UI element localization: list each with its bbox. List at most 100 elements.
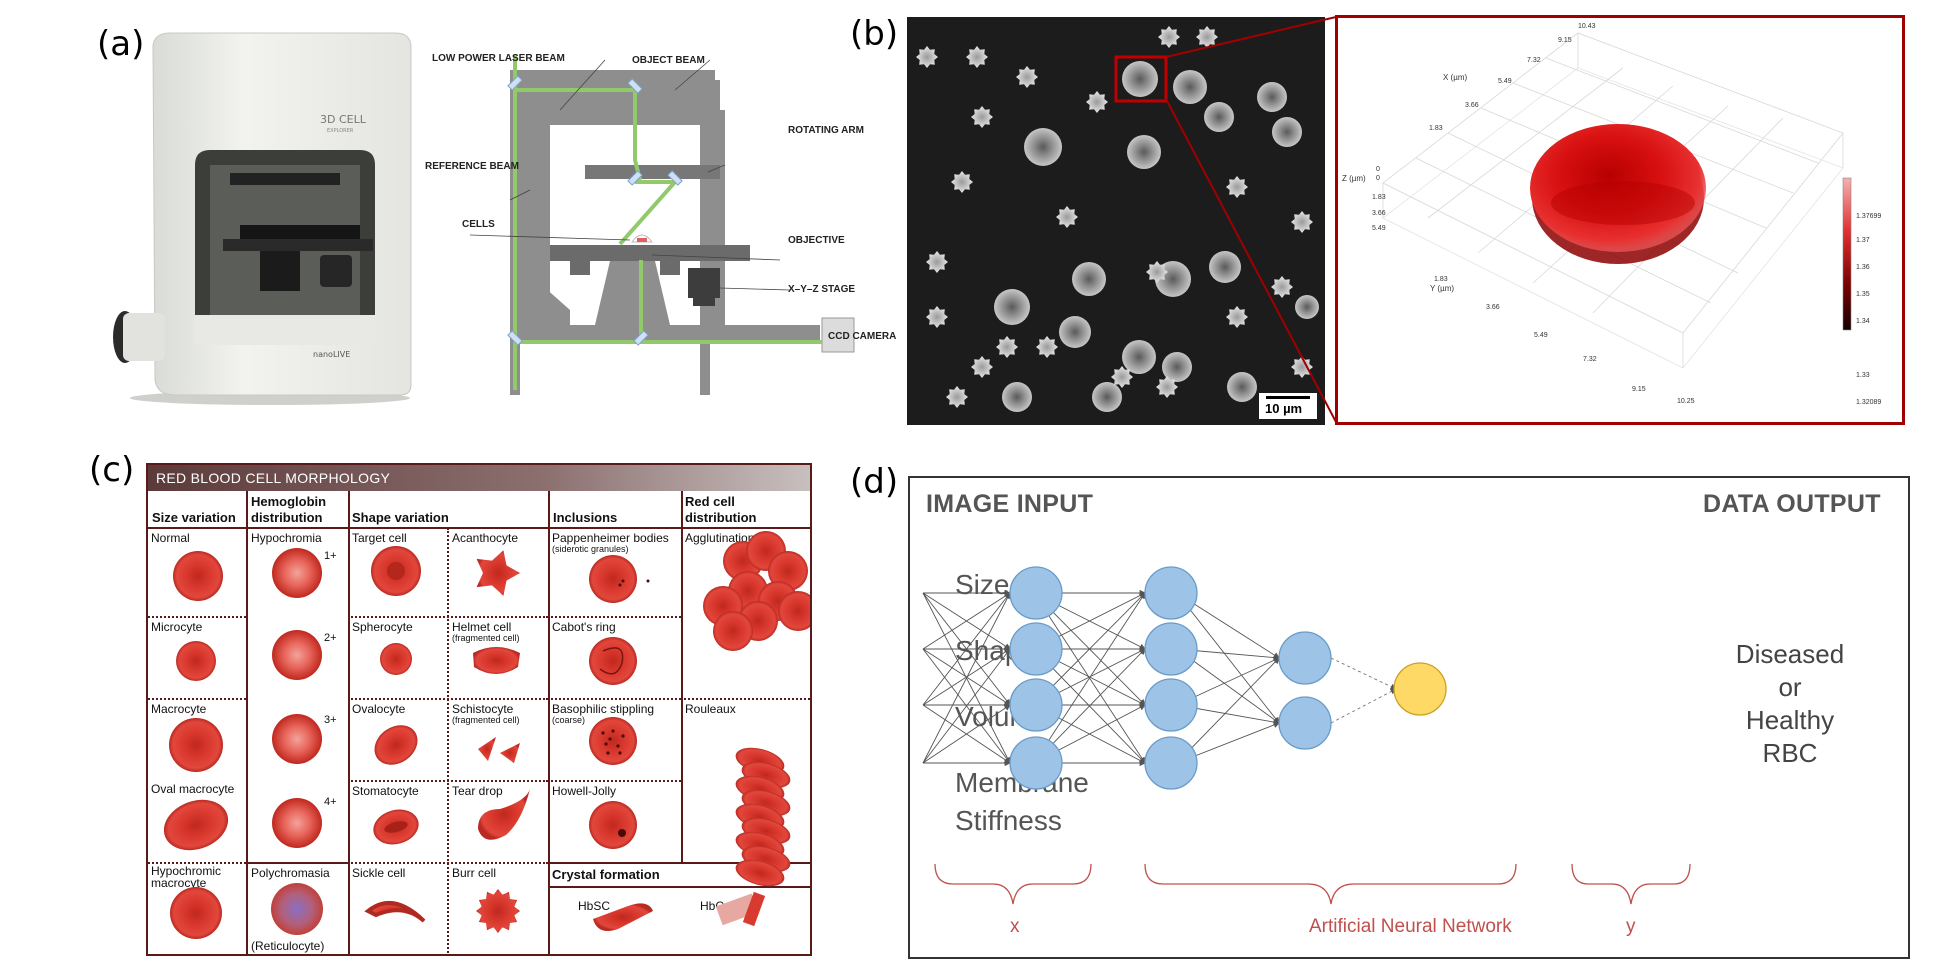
cell-reticulocyte: (Reticulocyte): [251, 939, 325, 953]
label-laser-beam: LOW POWER LASER BEAM: [432, 53, 565, 64]
cell-agglutination: Agglutination: [685, 531, 755, 545]
crenated-cell: [1056, 206, 1078, 228]
zoom-box: [1114, 55, 1168, 103]
crenated-cell: [1226, 306, 1248, 328]
brace-y-label: y: [1626, 916, 1636, 937]
schistocyte-cell: [478, 737, 496, 761]
stipple-dot: [616, 744, 620, 748]
z-tick: 5.49: [1372, 225, 1386, 232]
rbc-disc: [1122, 340, 1156, 374]
hidden-node-layer-2: [1144, 622, 1198, 676]
acanthocyte-cell: [476, 550, 520, 596]
sickle-cell: [364, 901, 426, 923]
image-input-title: IMAGE INPUT: [926, 490, 1094, 518]
cell-basophilic: Basophilic stippling: [552, 702, 655, 716]
microscope-photo: 3D CELL EXPLORER nanoLIVE: [95, 25, 425, 410]
pappenheimer-cell: [589, 555, 637, 603]
output-line: Diseased: [1735, 639, 1845, 669]
x-tick: 7.32: [1527, 57, 1541, 64]
feature-size: Size: [955, 569, 1010, 600]
howell-jolly-body: [618, 829, 626, 837]
stomatocyte-slit: [384, 821, 408, 833]
hidden-node-layer-3: [1278, 696, 1332, 750]
ann-connection: [1033, 592, 1146, 764]
ann-connection: [1330, 657, 1397, 690]
cell-pappenheimer: Pappenheimer bodies: [552, 531, 669, 545]
cell-target: Target cell: [352, 531, 407, 545]
cell-basophilic-sub: (coarse): [552, 715, 586, 725]
ann-connection: [1330, 688, 1397, 724]
cell-rouleaux: Rouleaux: [685, 702, 736, 716]
rbc-disc: [1162, 352, 1192, 382]
rbc-disc: [1209, 251, 1241, 283]
rbc-morphology-table: [146, 463, 812, 956]
crenated-cell: [1291, 356, 1313, 378]
hypochromia-2-cell: [272, 630, 322, 680]
ann-connection: [922, 592, 1011, 650]
crenated-cell: [946, 386, 968, 408]
cell-tear-drop: Tear drop: [452, 784, 503, 798]
oval-macrocyte-cell: [163, 799, 229, 851]
rbc-3d-cell: [1530, 124, 1706, 252]
col-red-cell-1: Red cell: [685, 494, 735, 509]
colorbar-tick: 1.32089: [1856, 399, 1882, 406]
hidden-node-layer-2: [1144, 566, 1198, 620]
ann-connection: [1176, 592, 1280, 724]
cell-stomatocyte: Stomatocyte: [352, 784, 419, 798]
stipple-dot: [608, 737, 612, 741]
siderotic-granule: [646, 579, 650, 583]
ann-connection: [922, 704, 1011, 764]
ann-connection: [1176, 657, 1280, 764]
output-line: RBC: [1762, 738, 1818, 768]
cell-pappenheimer-sub: (siderotic granules): [552, 544, 629, 554]
cell-microcyte: Microcyte: [151, 620, 203, 634]
hidden-node-layer-1: [1009, 622, 1063, 676]
polychromasia-cell: [271, 883, 323, 935]
cell-macrocyte: Macrocyte: [151, 702, 207, 716]
cell-normal: Normal: [151, 531, 190, 545]
rbc-disc: [1295, 295, 1319, 319]
braces: [934, 863, 1691, 905]
crenated-cell: [1111, 366, 1133, 388]
x-tick: 0: [1376, 166, 1380, 173]
colorbar-tick: 1.36: [1856, 264, 1870, 271]
x-tick: 5.49: [1498, 78, 1512, 85]
grade-3: 3+: [324, 714, 337, 726]
hypochromia-4-cell: [272, 798, 322, 848]
y-tick: 1.83: [1434, 276, 1448, 283]
rbc-disc: [1204, 102, 1234, 132]
schistocyte-cell: [500, 743, 520, 763]
panel-letter-d: (d): [850, 462, 899, 502]
device-brand-text: 3D CELL: [320, 113, 367, 126]
microcyte-cell: [176, 641, 216, 681]
x-tick: 9.15: [1558, 37, 1572, 44]
stipple-dot: [604, 742, 608, 746]
crenated-cell: [916, 46, 938, 68]
rbc-disc: [1227, 372, 1257, 402]
rbc-microscopy-image: 10 µm: [907, 17, 1325, 425]
colorbar-tick: 1.37699: [1856, 213, 1882, 220]
cell-helmet-sub: (fragmented cell): [452, 633, 520, 643]
output-line: Healthy: [1745, 705, 1835, 735]
z-tick: 1.83: [1372, 194, 1386, 201]
cell-burr: Burr cell: [452, 866, 497, 880]
x-tick: 10.43: [1578, 23, 1596, 30]
cabot-ring: [599, 647, 624, 675]
rbc-disc: [1002, 382, 1032, 412]
panel-letter-b: (b): [850, 14, 899, 54]
rbc-disc: [1072, 262, 1106, 296]
crenated-cell: [996, 336, 1018, 358]
rbc-3d-plot: X (µm) Y (µm) Z (µm) 10.43 9.15 7.32 5.4…: [1335, 15, 1905, 425]
siderotic-granule: [618, 583, 622, 587]
stipple-dot: [611, 729, 615, 733]
crenated-cell: [1226, 176, 1248, 198]
crenated-cell: [1158, 26, 1180, 48]
hbc-crystal-rod: [742, 891, 766, 927]
y-tick: 7.32: [1583, 356, 1597, 363]
siderotic-granule: [621, 579, 625, 583]
output-node: [1393, 662, 1447, 716]
z-tick: 0: [1376, 175, 1380, 182]
brace-x-label: x: [1010, 916, 1020, 937]
cell-illustrations: [163, 531, 810, 939]
label-reference-beam: REFERENCE BEAM: [425, 161, 519, 172]
